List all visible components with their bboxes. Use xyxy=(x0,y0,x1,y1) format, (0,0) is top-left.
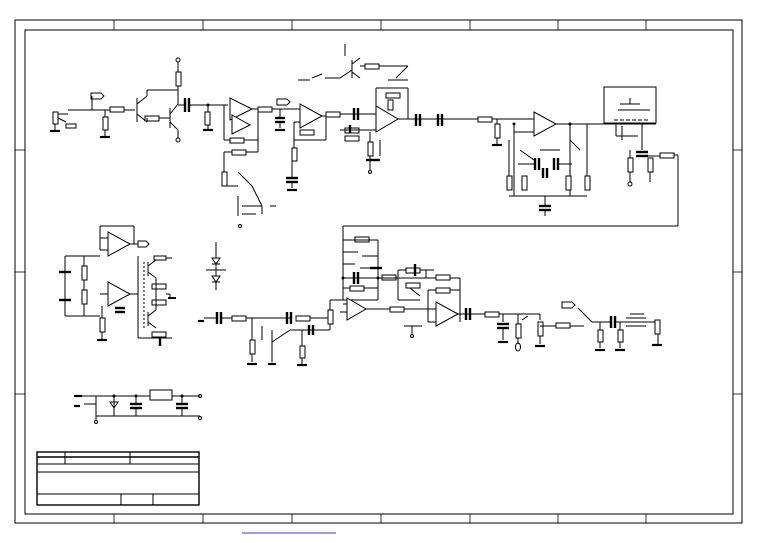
mid-output-chain xyxy=(497,301,662,352)
mid-opamp-complex xyxy=(330,236,540,338)
opamp-stage-3 xyxy=(340,65,530,174)
title-block xyxy=(36,451,200,506)
input-stage xyxy=(50,57,228,143)
drawing-frame xyxy=(14,19,743,524)
power-supply xyxy=(74,389,202,424)
opamp-stage-1 xyxy=(221,97,290,228)
left-opamp-pair xyxy=(59,225,226,346)
opamp-stage-2 xyxy=(275,44,388,192)
mid-signal-chain xyxy=(198,300,334,367)
tone-filter-block xyxy=(506,111,610,216)
output-stage-top xyxy=(342,86,679,300)
